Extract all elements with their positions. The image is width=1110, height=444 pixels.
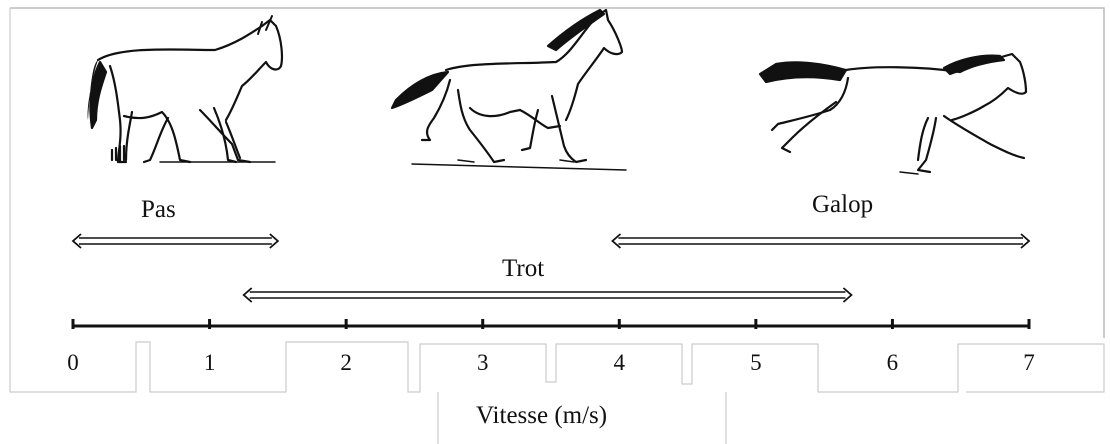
axis-tick-label: 2 [340,350,352,375]
axis-tick-label: 0 [67,350,79,375]
horse-trot-icon [390,8,627,171]
horse-walk-icon [87,15,284,164]
pas-range-arrow [71,233,280,249]
pas-label: Pas [141,196,176,223]
trot-label: Trot [502,255,545,282]
axis-tick-label: 1 [203,350,216,375]
galop-range-arrow [611,233,1031,249]
axis-tick-label: 7 [1023,350,1035,375]
axis-tick-label: 6 [886,350,899,375]
axis-title: Vitesse (m/s) [476,402,608,429]
axis-tick-label: 5 [750,350,762,375]
horse-gallop-icon [758,52,1028,175]
galop-label: Galop [812,191,874,218]
axis-tick-label: 3 [476,350,489,375]
axis-tick-label: 4 [613,350,626,375]
trot-range-arrow [242,287,853,303]
